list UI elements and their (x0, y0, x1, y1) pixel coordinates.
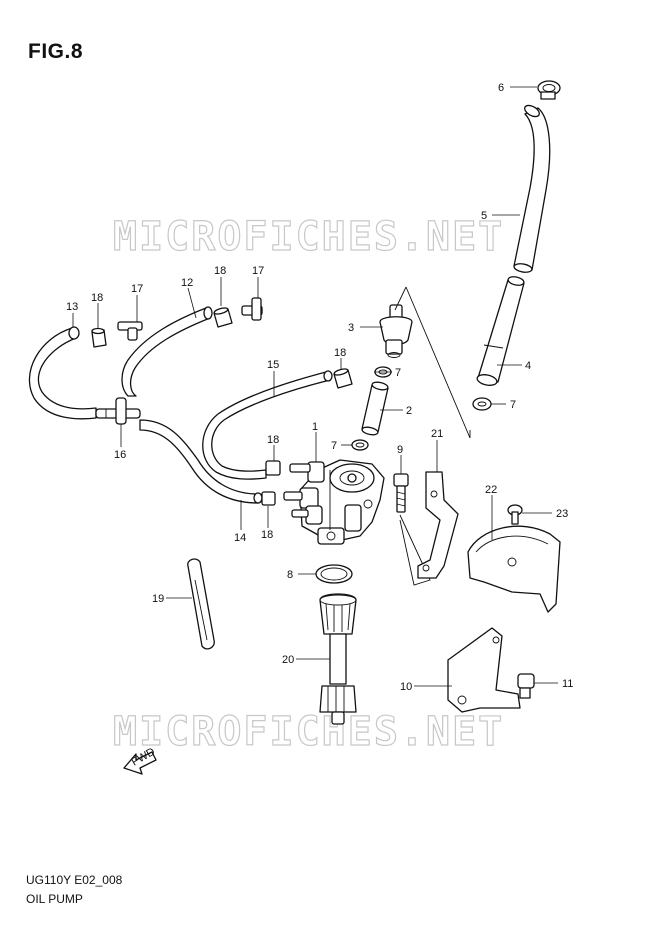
hose-part-15[interactable] (202, 370, 333, 480)
check-valve-part-3[interactable] (379, 304, 413, 358)
clip-part-7-c[interactable] (351, 439, 369, 451)
watermark-bottom: MICROFICHES.NET (113, 709, 504, 755)
strap-part-19[interactable] (187, 558, 215, 650)
clip-part-7-b[interactable] (472, 397, 492, 411)
callout-7-c[interactable]: 7 (331, 440, 337, 452)
callout-12[interactable]: 12 (181, 277, 193, 289)
o-ring-part-8[interactable] (315, 564, 353, 584)
callout-16[interactable]: 16 (114, 449, 126, 461)
callout-17-a[interactable]: 17 (131, 283, 143, 295)
figure-title: FIG.8 (28, 40, 84, 63)
callout-15[interactable]: 15 (267, 359, 279, 371)
joint-part-18-d[interactable] (333, 368, 353, 389)
tee-part-17-a[interactable] (117, 321, 143, 341)
callout-2[interactable]: 2 (406, 405, 412, 417)
callout-numbers: 6 5 4 3 7 7 2 7 1 9 21 22 23 8 19 20 10 … (66, 82, 573, 693)
oil-pump-part-1[interactable] (283, 459, 385, 545)
tee-part-17-b[interactable] (241, 297, 263, 321)
hose-part-13[interactable] (28, 326, 97, 420)
callout-19[interactable]: 19 (152, 593, 164, 605)
callout-18-b[interactable]: 18 (214, 265, 226, 277)
callout-20[interactable]: 20 (282, 654, 294, 666)
tee-part-16[interactable] (95, 397, 141, 425)
callout-18-a[interactable]: 18 (91, 292, 103, 304)
callout-13[interactable]: 13 (66, 301, 78, 313)
callout-3[interactable]: 3 (348, 322, 354, 334)
hose-part-14[interactable] (139, 419, 263, 504)
screw-part-23[interactable] (507, 504, 523, 525)
joint-part-18-e[interactable] (265, 460, 281, 476)
callout-10[interactable]: 10 (400, 681, 412, 693)
bracket-part-21[interactable] (417, 471, 459, 579)
drive-gear-part-20[interactable] (319, 593, 357, 725)
leader-lines (72, 86, 558, 687)
bolt-part-11[interactable] (517, 673, 535, 699)
callout-18-e[interactable]: 18 (267, 434, 279, 446)
mount-bracket-part-10[interactable] (447, 627, 521, 713)
callout-1[interactable]: 1 (312, 421, 318, 433)
joint-part-18-c[interactable] (261, 491, 276, 506)
joint-part-18-b[interactable] (213, 307, 233, 328)
callout-11[interactable]: 11 (562, 678, 573, 690)
clamp-part-6[interactable] (537, 80, 561, 100)
hose-part-12[interactable] (121, 306, 213, 397)
callout-22[interactable]: 22 (485, 484, 497, 496)
diagram-code: UG110Y E02_008 (26, 873, 123, 887)
callout-21[interactable]: 21 (431, 428, 443, 440)
callout-23[interactable]: 23 (556, 508, 568, 520)
hose-part-4[interactable] (476, 275, 525, 387)
callout-8[interactable]: 8 (287, 569, 293, 581)
callout-5[interactable]: 5 (481, 210, 487, 222)
callout-14[interactable]: 14 (234, 532, 246, 544)
callout-18-c[interactable]: 18 (261, 529, 273, 541)
joint-part-18-a[interactable] (91, 327, 107, 348)
callout-18-d[interactable]: 18 (334, 347, 346, 359)
diagram-name: OIL PUMP (26, 892, 83, 906)
callout-6[interactable]: 6 (498, 82, 504, 94)
callout-7-a[interactable]: 7 (395, 367, 401, 379)
bolt-part-9[interactable] (393, 473, 409, 513)
callout-7-b[interactable]: 7 (510, 399, 516, 411)
callout-4[interactable]: 4 (525, 360, 531, 372)
callout-9[interactable]: 9 (397, 444, 403, 456)
callout-17-b[interactable]: 17 (252, 265, 264, 277)
watermark-top: MICROFICHES.NET (113, 214, 504, 260)
cover-part-22[interactable] (467, 525, 561, 613)
hose-part-2[interactable] (361, 381, 389, 436)
hose-part-5[interactable] (513, 103, 551, 273)
